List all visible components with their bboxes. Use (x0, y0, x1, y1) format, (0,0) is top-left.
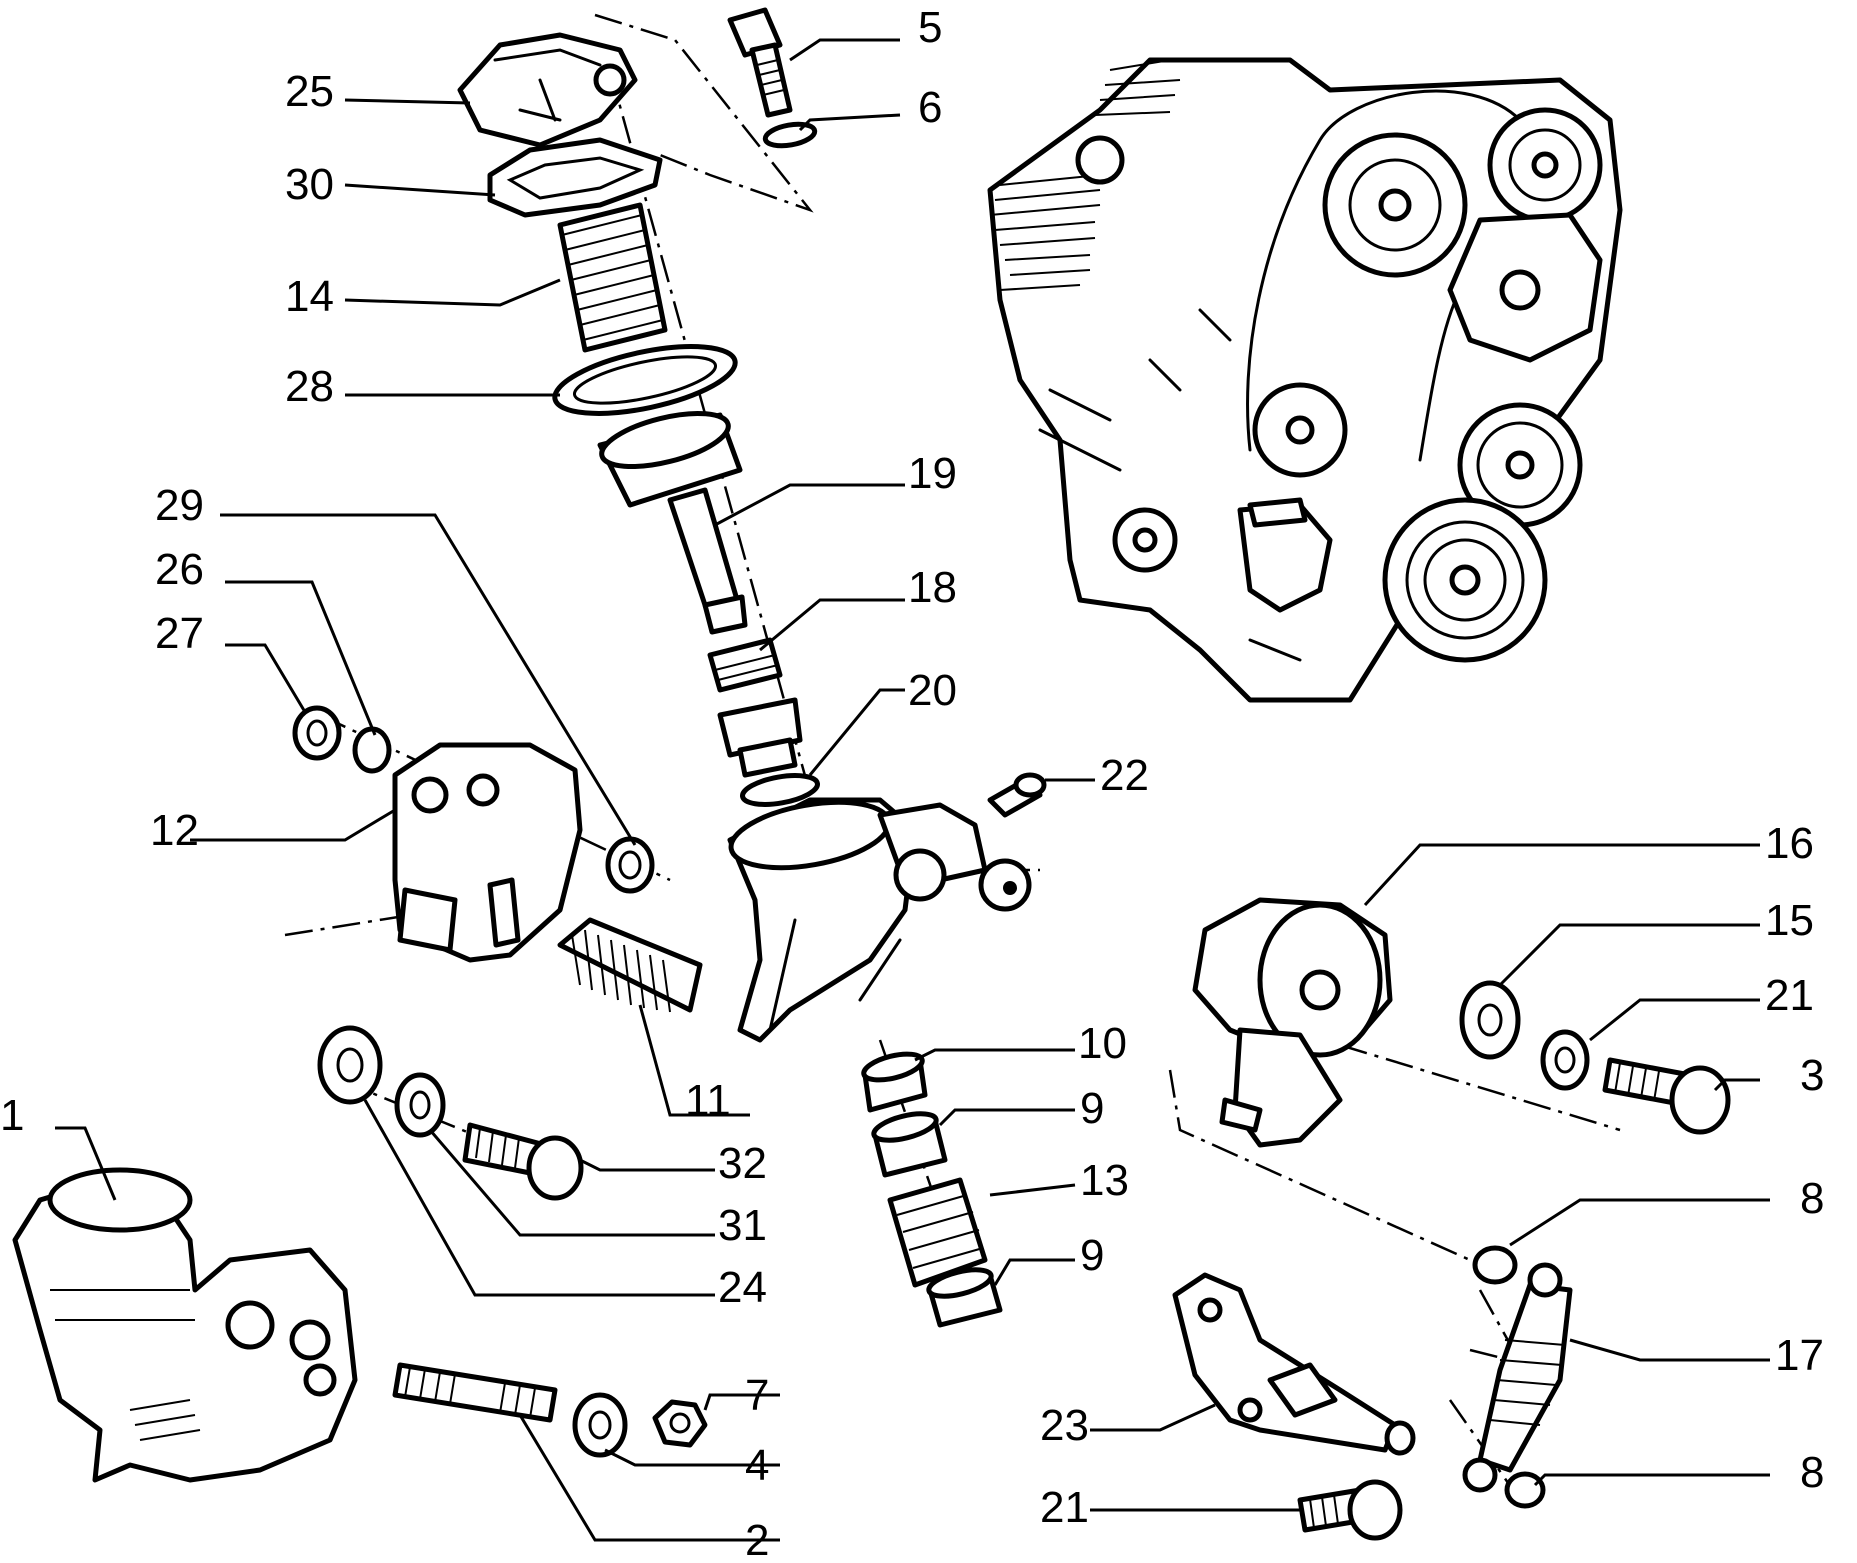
part-7-nut (652, 1399, 708, 1448)
callout-19: 19 (908, 449, 957, 498)
part-15-washer (1459, 980, 1521, 1060)
callout-17: 17 (1775, 1331, 1824, 1380)
part-31-washer (394, 1072, 446, 1138)
callout-28: 28 (285, 362, 334, 411)
callout-25: 25 (285, 67, 334, 116)
part-25-cap (457, 32, 638, 148)
callout-21-lower: 21 (1040, 1483, 1089, 1532)
part-3-bolt (1602, 1057, 1731, 1135)
callout-9-lower: 9 (1080, 1231, 1104, 1280)
callout-20: 20 (908, 666, 957, 715)
part-16-idler (1192, 897, 1393, 1148)
callout-labels: 25 30 14 28 5 6 19 29 26 27 18 20 22 12 … (0, 3, 1824, 1563)
callout-1: 1 (0, 1091, 24, 1140)
callout-24: 24 (718, 1263, 767, 1312)
callout-7: 7 (745, 1371, 769, 1420)
callout-26: 26 (155, 545, 204, 594)
callout-8-upper: 8 (1800, 1174, 1824, 1223)
part-18-bush (707, 637, 783, 693)
part-1-tensioner-assembly (12, 1167, 358, 1483)
callout-27: 27 (155, 609, 204, 658)
callout-10: 10 (1078, 1019, 1127, 1068)
callout-32: 32 (718, 1139, 767, 1188)
part-30-gasket (487, 137, 663, 218)
leader-lines (55, 38, 1770, 1542)
callout-18: 18 (908, 563, 957, 612)
callout-3: 3 (1800, 1051, 1824, 1100)
callout-29: 29 (155, 481, 204, 530)
callout-2: 2 (745, 1516, 769, 1563)
part-11-spring (557, 917, 703, 1013)
part-4-washer (572, 1392, 628, 1458)
callout-6: 6 (918, 83, 942, 132)
engine-assembly-illustration (987, 57, 1623, 703)
callout-4: 4 (745, 1441, 769, 1490)
part-28-o-ring (552, 344, 738, 416)
callout-23: 23 (1040, 1401, 1089, 1450)
callout-8-lower: 8 (1800, 1448, 1824, 1497)
callout-15: 15 (1765, 896, 1814, 945)
part-27-washer (292, 705, 342, 761)
callout-13: 13 (1080, 1156, 1129, 1205)
part-22-pin (987, 772, 1047, 818)
part-29-washer (605, 836, 655, 894)
callout-30: 30 (285, 160, 334, 209)
part-14-spring (557, 202, 668, 353)
part-guide-bushing (717, 697, 803, 778)
callout-12: 12 (150, 806, 199, 855)
part-17-spring (1462, 1262, 1573, 1493)
callout-31: 31 (718, 1201, 767, 1250)
part-5-screw (727, 7, 793, 118)
part-20-washer (740, 773, 820, 807)
part-6-washer (762, 121, 818, 149)
callout-16: 16 (1765, 819, 1814, 868)
callout-22: 22 (1100, 751, 1149, 800)
part-8-clip-upper (1472, 1245, 1518, 1285)
callout-11: 11 (685, 1076, 731, 1125)
part-2-stud (392, 1362, 558, 1423)
part-10-bush (861, 1051, 928, 1113)
part-tensioner-body (727, 797, 1032, 1043)
callout-5: 5 (918, 3, 942, 52)
callout-9-upper: 9 (1080, 1084, 1104, 1133)
callout-21-upper: 21 (1765, 971, 1814, 1020)
part-26-washer (352, 726, 392, 774)
part-12-bracket (392, 742, 583, 963)
callout-14: 14 (285, 272, 334, 321)
part-32-bolt (462, 1122, 584, 1201)
part-23-bracket (1172, 1272, 1416, 1456)
part-8-clip-lower (1504, 1471, 1546, 1509)
part-21-washer-upper (1540, 1029, 1590, 1091)
part-9-bush-lower (926, 1267, 1003, 1328)
part-24-washer (317, 1025, 383, 1105)
part-21-bolt-lower (1297, 1479, 1403, 1541)
part-9-bush-upper (871, 1111, 948, 1178)
part-13-rubber-buffer (887, 1177, 988, 1288)
part-19-piston (597, 410, 748, 635)
